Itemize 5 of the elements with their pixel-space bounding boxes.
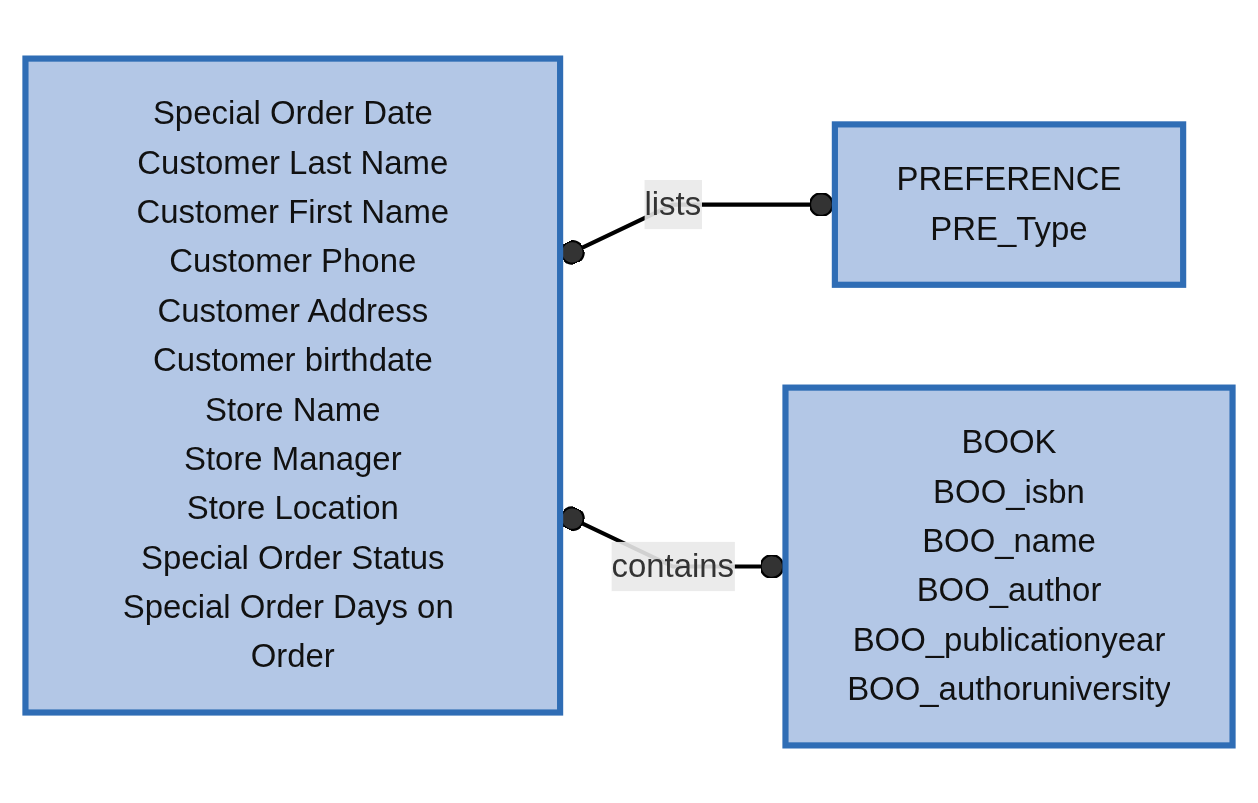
edge-label: lists xyxy=(644,185,702,221)
node-box: Special Order Date Customer Last Name Customer First Name Customer Phone Customer Address Customer birthdate Store Name Store Manager Store Location Special Order Status Special Order Days on Order xyxy=(22,55,564,716)
node-box: BOOK BOO_isbn BOO_name BOO_author BOO_publicationyear BOO_authoruniversity xyxy=(782,384,1236,748)
edge-label: contains xyxy=(611,547,735,583)
node-box: PREFERENCE PRE_Type xyxy=(831,120,1187,288)
